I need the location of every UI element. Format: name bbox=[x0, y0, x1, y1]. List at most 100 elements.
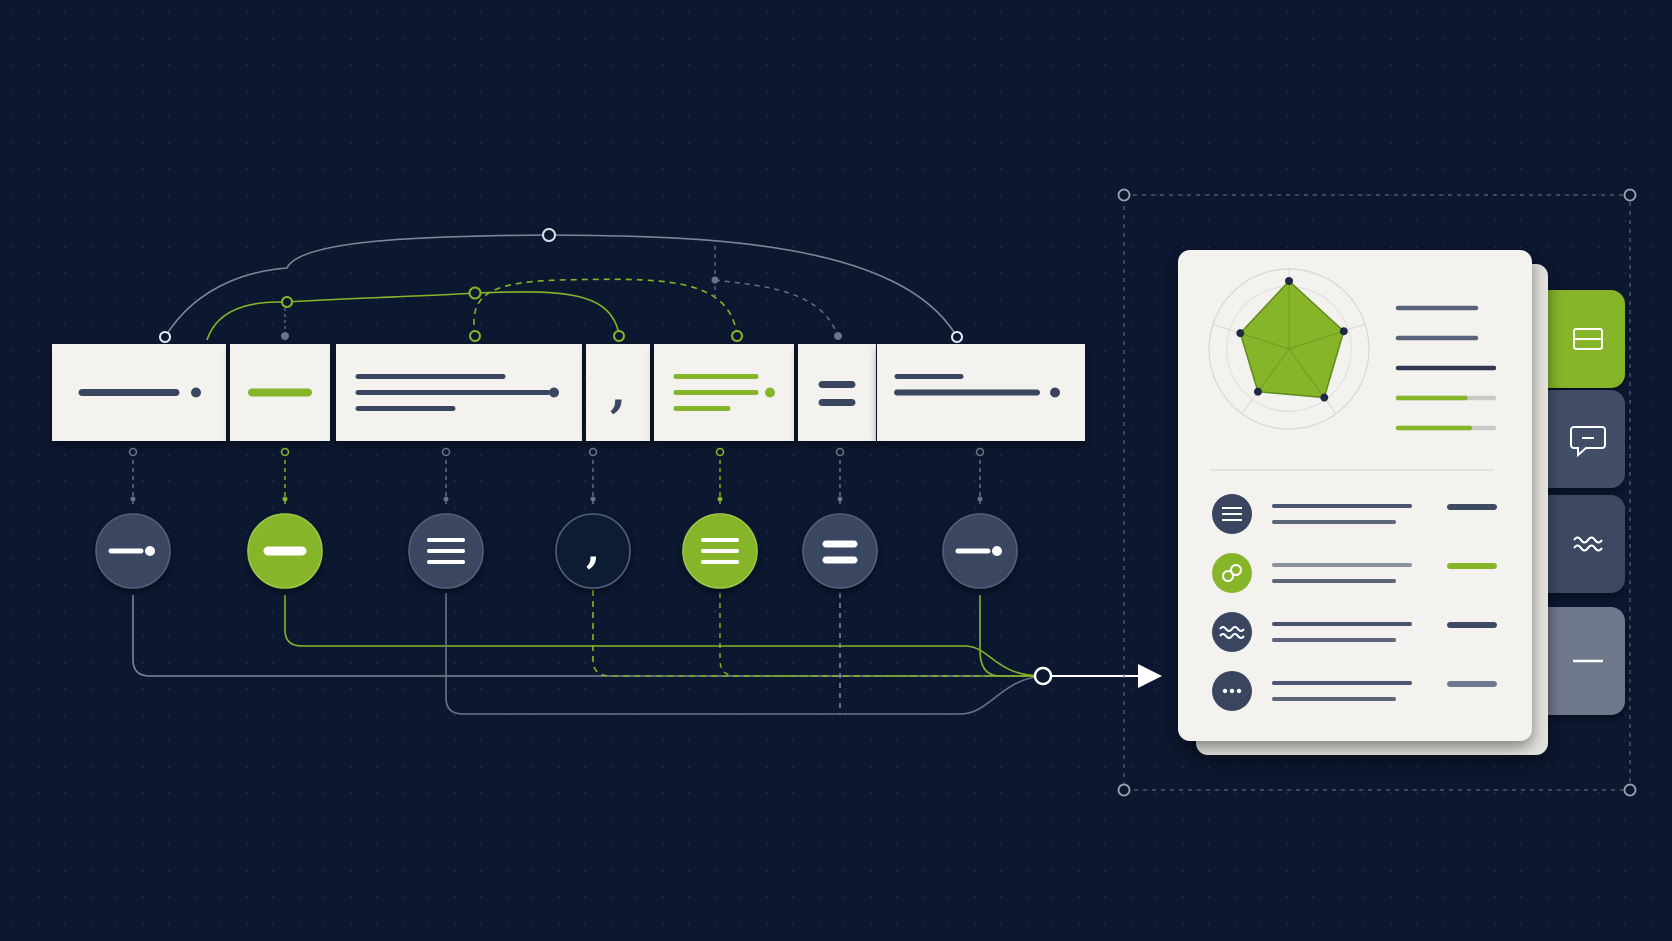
token-anchor bbox=[731, 330, 743, 342]
token-anchor bbox=[469, 330, 481, 342]
token-node-row: , bbox=[95, 447, 1018, 589]
connector-port bbox=[130, 496, 136, 502]
connector-port bbox=[280, 447, 290, 457]
token-dot bbox=[1050, 387, 1060, 398]
token-anchor bbox=[159, 331, 171, 343]
token-paper bbox=[798, 344, 876, 441]
connector-port bbox=[975, 447, 985, 457]
connector-port bbox=[717, 496, 723, 502]
icon-shape bbox=[1573, 544, 1603, 552]
node-equals-icon[interactable] bbox=[802, 513, 878, 589]
token-lines-dot[interactable] bbox=[654, 344, 794, 441]
connector-port bbox=[977, 496, 983, 502]
icon-shape bbox=[1222, 688, 1228, 694]
layout-icon bbox=[1573, 328, 1603, 350]
radar-inner-spoke bbox=[1288, 348, 1325, 398]
node-circle bbox=[555, 513, 631, 589]
menu-lines-icon bbox=[701, 538, 739, 564]
node-dash-dot-icon[interactable] bbox=[95, 513, 171, 589]
token-dot bbox=[765, 387, 775, 398]
icon-dot bbox=[992, 546, 1002, 556]
radar-inner-spoke bbox=[1240, 332, 1290, 350]
connector-port bbox=[441, 447, 451, 457]
icon-shape bbox=[1570, 426, 1606, 458]
card-list-row[interactable] bbox=[1212, 671, 1497, 711]
radar-chart bbox=[1208, 268, 1370, 430]
frame-handle[interactable] bbox=[1623, 783, 1637, 797]
arc-node bbox=[711, 276, 719, 284]
radar-inner-spoke bbox=[1288, 330, 1344, 350]
menu-lines-icon bbox=[427, 538, 465, 564]
link-icon bbox=[1222, 564, 1242, 582]
frame-handle[interactable] bbox=[1117, 188, 1131, 202]
selection-frame bbox=[1117, 188, 1637, 797]
connector-port bbox=[588, 447, 598, 457]
route-line bbox=[284, 595, 1043, 677]
icon-shape bbox=[1573, 536, 1603, 544]
green-arc bbox=[206, 291, 620, 341]
route-line bbox=[592, 590, 1042, 677]
dash-dot-icon bbox=[108, 546, 155, 556]
node-dash-icon[interactable] bbox=[247, 513, 323, 589]
token-equals[interactable] bbox=[798, 344, 876, 441]
node-menu-lines-icon[interactable] bbox=[682, 513, 758, 589]
connector-port bbox=[715, 447, 725, 457]
card-list-row[interactable] bbox=[1212, 612, 1497, 652]
icon-shape bbox=[1219, 633, 1245, 639]
frame-handle[interactable] bbox=[1623, 188, 1637, 202]
token-lines[interactable] bbox=[336, 344, 582, 441]
token-dash[interactable] bbox=[230, 344, 330, 441]
node-comma-icon[interactable]: , bbox=[555, 513, 631, 589]
dash-dot-icon bbox=[955, 546, 1002, 556]
route-line bbox=[979, 595, 1042, 677]
wave-icon bbox=[1573, 536, 1603, 552]
token-anchor bbox=[613, 330, 625, 342]
radar-point bbox=[1339, 327, 1348, 336]
token-anchor bbox=[951, 331, 963, 343]
outer-arc bbox=[164, 234, 958, 338]
arc-apex-node bbox=[542, 228, 556, 242]
node-menu-lines-icon[interactable] bbox=[408, 513, 484, 589]
icon-shape bbox=[1230, 564, 1242, 576]
equals-icon bbox=[822, 540, 858, 564]
icon-shape bbox=[1222, 570, 1234, 582]
connector-port bbox=[282, 496, 288, 502]
frame-handle[interactable] bbox=[1117, 783, 1131, 797]
token-glyph: , bbox=[610, 364, 626, 418]
radar-point bbox=[1253, 387, 1262, 396]
menu-lines-icon bbox=[1222, 507, 1242, 521]
icon-shape bbox=[1219, 626, 1245, 632]
routing-lines bbox=[132, 590, 1162, 715]
merge-node bbox=[1033, 666, 1053, 686]
radar-point bbox=[1320, 393, 1329, 402]
connector-port bbox=[837, 496, 843, 502]
ellipsis-icon bbox=[1222, 688, 1242, 694]
connector-port bbox=[443, 496, 449, 502]
card-list-row[interactable] bbox=[1212, 553, 1497, 593]
icon-glyph: , bbox=[586, 526, 600, 573]
arc-node bbox=[281, 296, 293, 308]
token-arcs bbox=[159, 228, 963, 343]
token-dash-dot[interactable] bbox=[52, 344, 226, 441]
token-comma[interactable]: , bbox=[586, 344, 650, 441]
message-icon bbox=[1570, 426, 1606, 458]
icon-dot bbox=[145, 546, 155, 556]
token-anchor bbox=[281, 332, 289, 340]
token-dot bbox=[191, 387, 201, 398]
token-paper bbox=[586, 344, 650, 441]
token-anchor bbox=[834, 332, 842, 340]
icon-shape bbox=[1236, 688, 1242, 694]
output-card bbox=[1178, 250, 1548, 755]
radar-inner-spoke bbox=[1257, 348, 1290, 393]
grey-dashed-arc bbox=[714, 279, 839, 337]
selection-frame-border bbox=[1123, 194, 1631, 791]
node-dash-dot-icon[interactable] bbox=[942, 513, 1018, 589]
wave-icon bbox=[1219, 626, 1245, 639]
icon-shape bbox=[1229, 688, 1235, 694]
token-dash-dot[interactable] bbox=[877, 344, 1085, 441]
card-list-row[interactable] bbox=[1212, 494, 1497, 534]
comma-icon: , bbox=[586, 526, 600, 573]
radar-point bbox=[1285, 277, 1293, 285]
